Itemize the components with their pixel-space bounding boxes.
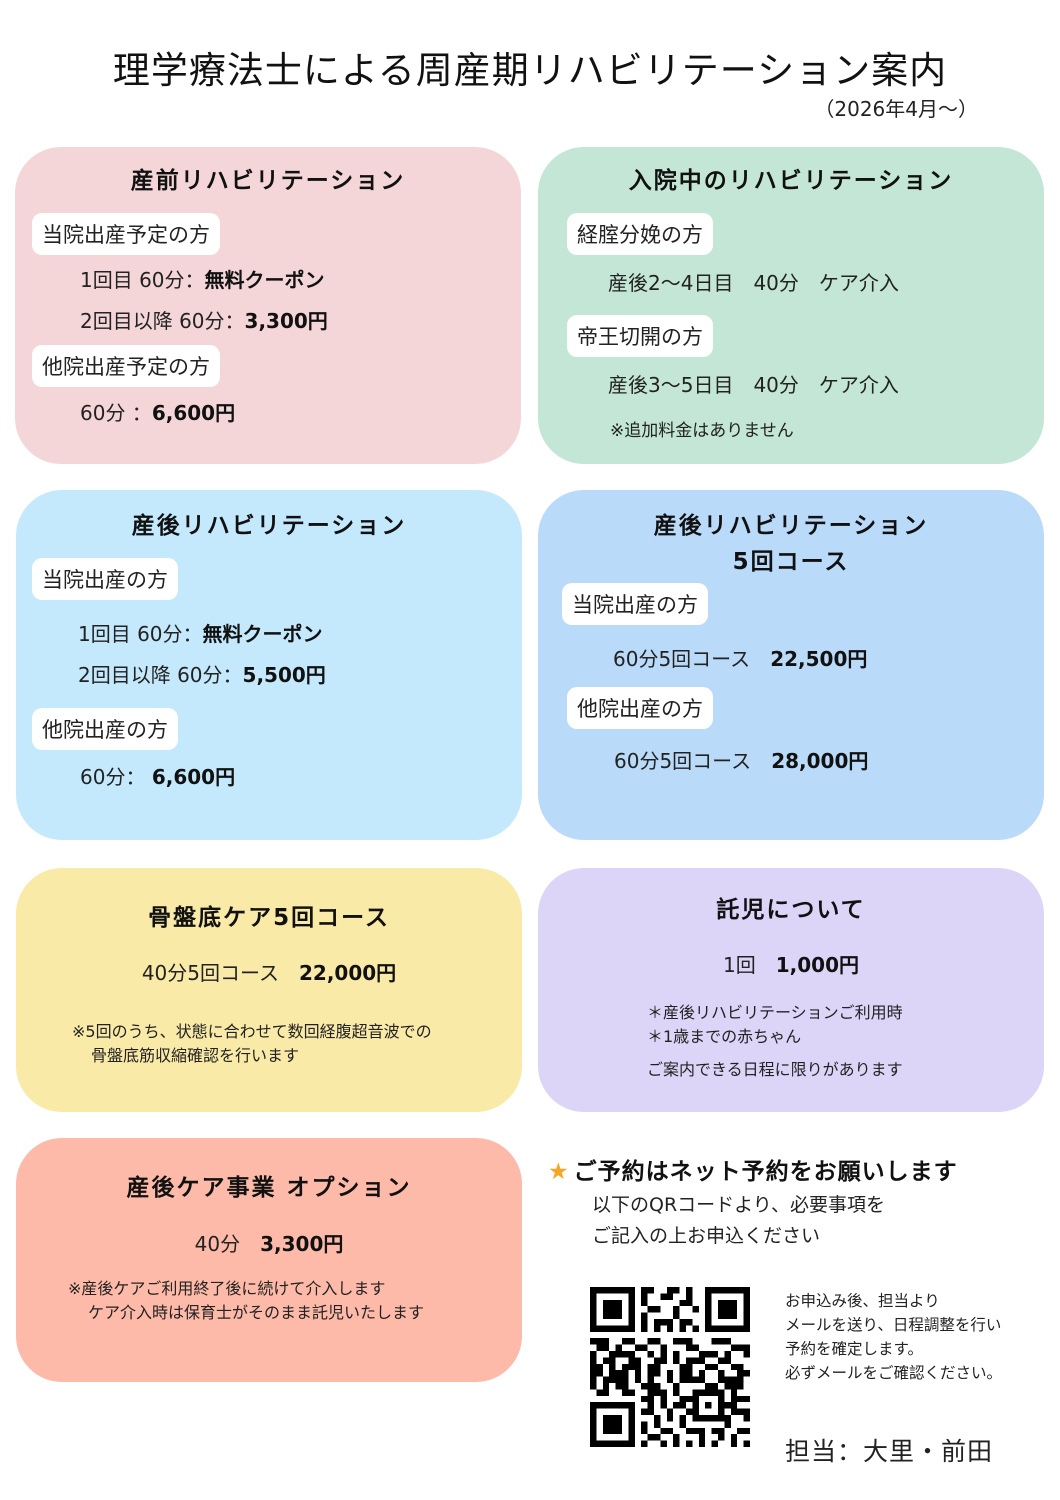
page-title: 理学療法士による周産期リハビリテーション案内 <box>112 49 948 92</box>
qr-code[interactable] <box>590 1287 750 1447</box>
card-title: 産後リハビリテーション <box>131 513 407 539</box>
price-line: 60分 ：6,600円 <box>80 401 236 425</box>
group-label-cesarean: 帝王切開の方 <box>567 315 713 357</box>
star-icon: ★ <box>548 1159 570 1185</box>
group-label-other-hospital: 他院出産の方 <box>32 708 178 750</box>
card-subtitle: 5回コース <box>732 549 850 575</box>
price-line: 60分5回コース 28,000円 <box>614 749 869 773</box>
postnatal-rehab-card: 産後リハビリテーション 当院出産の方 1回目 60分：無料クーポン 2回目以降 … <box>16 490 522 840</box>
group-label-vaginal-delivery: 経腟分娩の方 <box>567 213 713 255</box>
price-value: 1,000円 <box>775 953 859 977</box>
prenatal-rehab-card: 産前リハビリテーション 当院出産予定の方 1回目 60分：無料クーポン 2回目以… <box>15 147 521 464</box>
reservation-instructions: 以下のQRコードより、必要事項を ご記入の上お申込ください <box>592 1194 886 1247</box>
note-line: ＊1歳までの赤ちゃん <box>647 1027 802 1046</box>
postcare-option-card: 産後ケア事業 オプション 40分 3,300円 ※産後ケアご利用終了後に続けて介… <box>16 1138 522 1382</box>
staff-in-charge: 担当：大里・前田 <box>785 1437 994 1466</box>
card-title: 産後ケア事業 オプション <box>126 1175 412 1201</box>
price-value: 無料クーポン <box>202 622 323 646</box>
note-line: 骨盤底筋収縮確認を行います <box>91 1046 300 1065</box>
group-label-this-hospital: 当院出産の方 <box>32 558 178 600</box>
price-line: 1回 1,000円 <box>723 953 859 977</box>
inpatient-rehab-card: 入院中のリハビリテーション 経腟分娩の方 産後2〜4日目 40分 ケア介入 帝王… <box>538 147 1044 464</box>
card-title: 骨盤底ケア5回コース <box>148 905 390 931</box>
price-line: 1回目 60分：無料クーポン <box>78 622 323 646</box>
card-title: 産後リハビリテーション <box>653 513 929 539</box>
note-line: ご案内できる日程に限りがあります <box>647 1060 903 1079</box>
reservation-heading: ★ご予約はネット予約をお願いします <box>548 1159 958 1185</box>
card-title: 託児について <box>716 897 866 923</box>
note-line: ※産後ケアご利用終了後に続けて介入します <box>68 1279 386 1298</box>
group-label-other-hospital: 他院出産の方 <box>567 687 713 729</box>
price-value: 3,300円 <box>260 1232 344 1256</box>
care-line: 産後3〜5日目 40分 ケア介入 <box>608 373 899 397</box>
care-line: 産後2〜4日目 40分 ケア介入 <box>608 271 899 295</box>
price-value: 5,500円 <box>242 663 326 687</box>
price-line: 40分 3,300円 <box>194 1232 344 1256</box>
price-value: 3,300円 <box>244 309 328 333</box>
note-line: ※5回のうち、状態に合わせて数回経腹超音波での <box>72 1022 432 1041</box>
price-value: 6,600円 <box>151 401 236 425</box>
price-line: 2回目以降 60分：5,500円 <box>78 663 326 687</box>
note-line: ケア介入時は保育士がそのまま託児いたします <box>88 1303 425 1322</box>
card-title: 入院中のリハビリテーション <box>628 168 954 194</box>
price-value: 22,000円 <box>299 961 397 985</box>
price-line: 1回目 60分：無料クーポン <box>80 268 325 292</box>
note: ※追加料金はありません <box>610 421 794 441</box>
price-line: 60分5回コース 22,500円 <box>613 647 868 671</box>
price-value: 6,600円 <box>151 765 236 789</box>
card-title: 産前リハビリテーション <box>130 168 406 194</box>
price-line: 60分： 6,600円 <box>80 765 236 789</box>
page-subtitle-date: （2026年4月〜） <box>814 97 978 121</box>
note-line: ＊産後リハビリテーションご利用時 <box>647 1003 903 1022</box>
price-value: 28,000円 <box>771 749 869 773</box>
after-application-instructions: お申込み後、担当より メールを送り、日程調整を行い 予約を確定します。 必ずメー… <box>785 1292 1003 1382</box>
group-label-other-hospital: 他院出産予定の方 <box>32 345 220 387</box>
postnatal-course-card: 産後リハビリテーション 5回コース 当院出産の方 60分5回コース 22,500… <box>538 490 1044 840</box>
price-line: 40分5回コース 22,000円 <box>141 961 397 985</box>
price-value: 無料クーポン <box>204 268 325 292</box>
childcare-card: 託児について 1回 1,000円 ＊産後リハビリテーションご利用時 ＊1歳までの… <box>538 868 1044 1112</box>
pelvic-floor-course-card: 骨盤底ケア5回コース 40分5回コース 22,000円 ※5回のうち、状態に合わ… <box>16 868 522 1112</box>
group-label-this-hospital: 当院出産の方 <box>562 583 708 625</box>
price-value: 22,500円 <box>770 647 868 671</box>
group-label-this-hospital: 当院出産予定の方 <box>32 213 220 255</box>
price-line: 2回目以降 60分：3,300円 <box>80 309 328 333</box>
